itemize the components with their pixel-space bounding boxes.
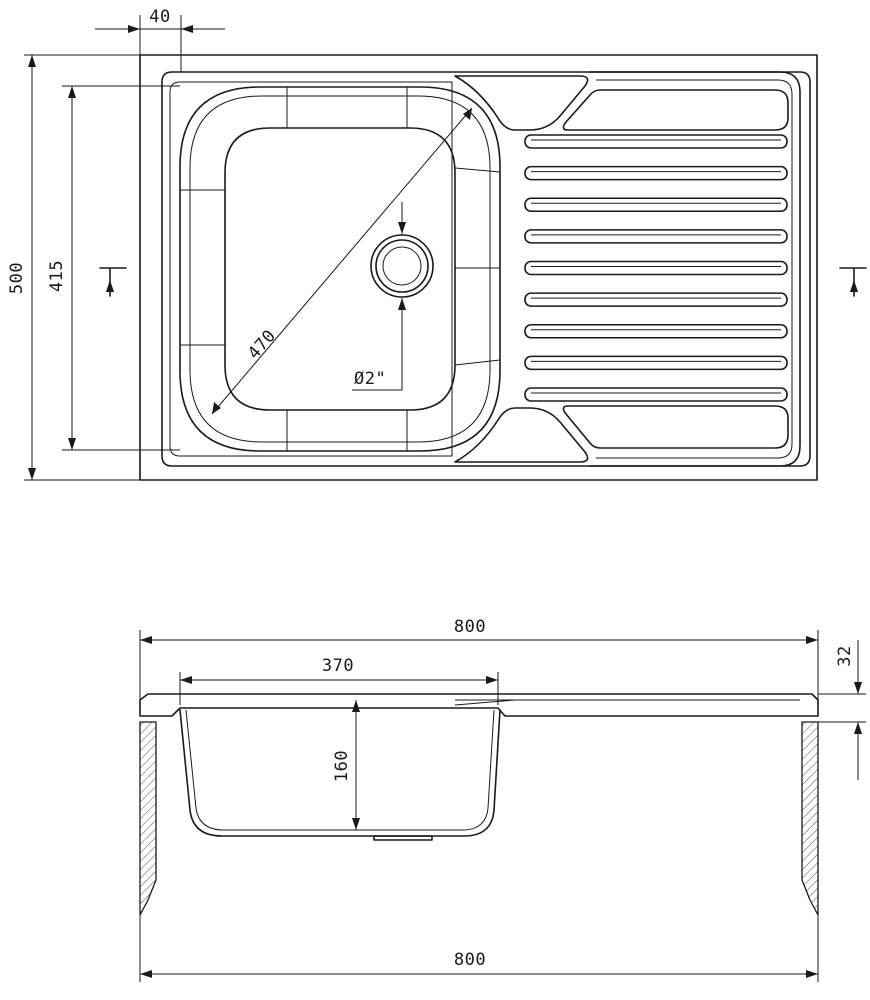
drainer-groove-bottom xyxy=(562,405,789,449)
bowl-drain-outlet xyxy=(373,835,433,841)
section-view: 800 370 160 32 xyxy=(139,617,866,982)
drainer-board xyxy=(589,71,801,467)
bowl-outer xyxy=(179,86,501,452)
section-marker-right xyxy=(839,267,867,297)
dim-370-arrow-right xyxy=(486,676,498,684)
dim-40-arrow-left xyxy=(128,25,140,33)
drain-dim-bottom-arrow xyxy=(398,298,406,310)
dim-32-label: 32 xyxy=(835,645,855,666)
cabinet-wall-right xyxy=(801,721,819,916)
dim-500-arrow-bottom xyxy=(28,468,36,480)
drainer-transition-bottom xyxy=(454,407,589,463)
dim-415-arrow-bottom xyxy=(68,438,76,450)
drainer-transition-top xyxy=(454,75,589,131)
dim-40-label: 40 xyxy=(149,7,170,27)
dim-diagonal-label: 470 xyxy=(244,326,280,363)
drainer-slope-line xyxy=(454,699,595,706)
cabinet-wall-left xyxy=(139,721,157,916)
dim-800-bottom-arrow-right xyxy=(806,970,818,978)
rim-profile xyxy=(139,693,819,717)
dim-415-arrow-top xyxy=(68,86,76,98)
dim-32-arrow-bottom xyxy=(854,722,862,734)
bowl-outer-inner xyxy=(189,95,491,443)
drainer-rib xyxy=(524,197,788,213)
drainer-rib xyxy=(524,387,788,402)
sink-rim-outer xyxy=(161,71,811,467)
dim-370-arrow-left xyxy=(180,676,192,684)
sink-outline xyxy=(139,54,818,481)
dim-diagonal-line xyxy=(211,107,473,415)
bowl-profile-inner xyxy=(185,709,495,831)
dim-40-arrow-right xyxy=(181,25,193,33)
dim-370-label: 370 xyxy=(322,656,354,676)
bowl-floor xyxy=(224,127,456,411)
dim-500-label: 500 xyxy=(7,262,27,294)
drainer-rib xyxy=(524,134,788,149)
drainer-rib xyxy=(524,260,788,276)
bowl-profile-outer xyxy=(179,709,501,837)
dim-160-label: 160 xyxy=(332,750,352,782)
drain-outer-ring xyxy=(370,234,434,298)
bowl-wall-segments xyxy=(180,87,501,451)
dim-diagonal-arrow-end xyxy=(463,108,472,120)
drain-dim-top-arrow xyxy=(398,222,406,234)
dim-diagonal-arrow-start xyxy=(212,402,221,414)
drain-dim-label: Ø2" xyxy=(354,369,386,389)
dim-32-arrow-top xyxy=(854,682,862,694)
drain-inner-ring xyxy=(375,239,429,293)
dim-415-label: 415 xyxy=(47,260,67,292)
plan-view: 470 Ø2" 40 500 415 xyxy=(7,7,867,481)
drainer-rib xyxy=(524,323,788,339)
dim-800-bottom-arrow-left xyxy=(140,970,152,978)
dim-800-top-arrow-right xyxy=(806,636,818,644)
drainer-rib xyxy=(524,229,788,244)
dim-800-top-label: 800 xyxy=(454,617,486,637)
drainer-groove-top xyxy=(562,89,789,131)
drainer-board-inner xyxy=(596,79,793,459)
drainer-rib xyxy=(524,292,788,307)
dim-160-arrow-top xyxy=(352,700,360,712)
sink-rim-inner xyxy=(169,81,453,457)
dim-500-arrow-top xyxy=(28,55,36,67)
dim-800-top-arrow-left xyxy=(140,636,152,644)
drainer-rib xyxy=(524,165,788,181)
drainer-ribs xyxy=(524,134,788,402)
drain-strainer xyxy=(382,246,422,286)
section-marker-left xyxy=(99,267,127,297)
drainer-rib xyxy=(524,355,788,371)
dim-800-bottom-label: 800 xyxy=(454,950,486,970)
dim-160-arrow-bottom xyxy=(352,818,360,830)
